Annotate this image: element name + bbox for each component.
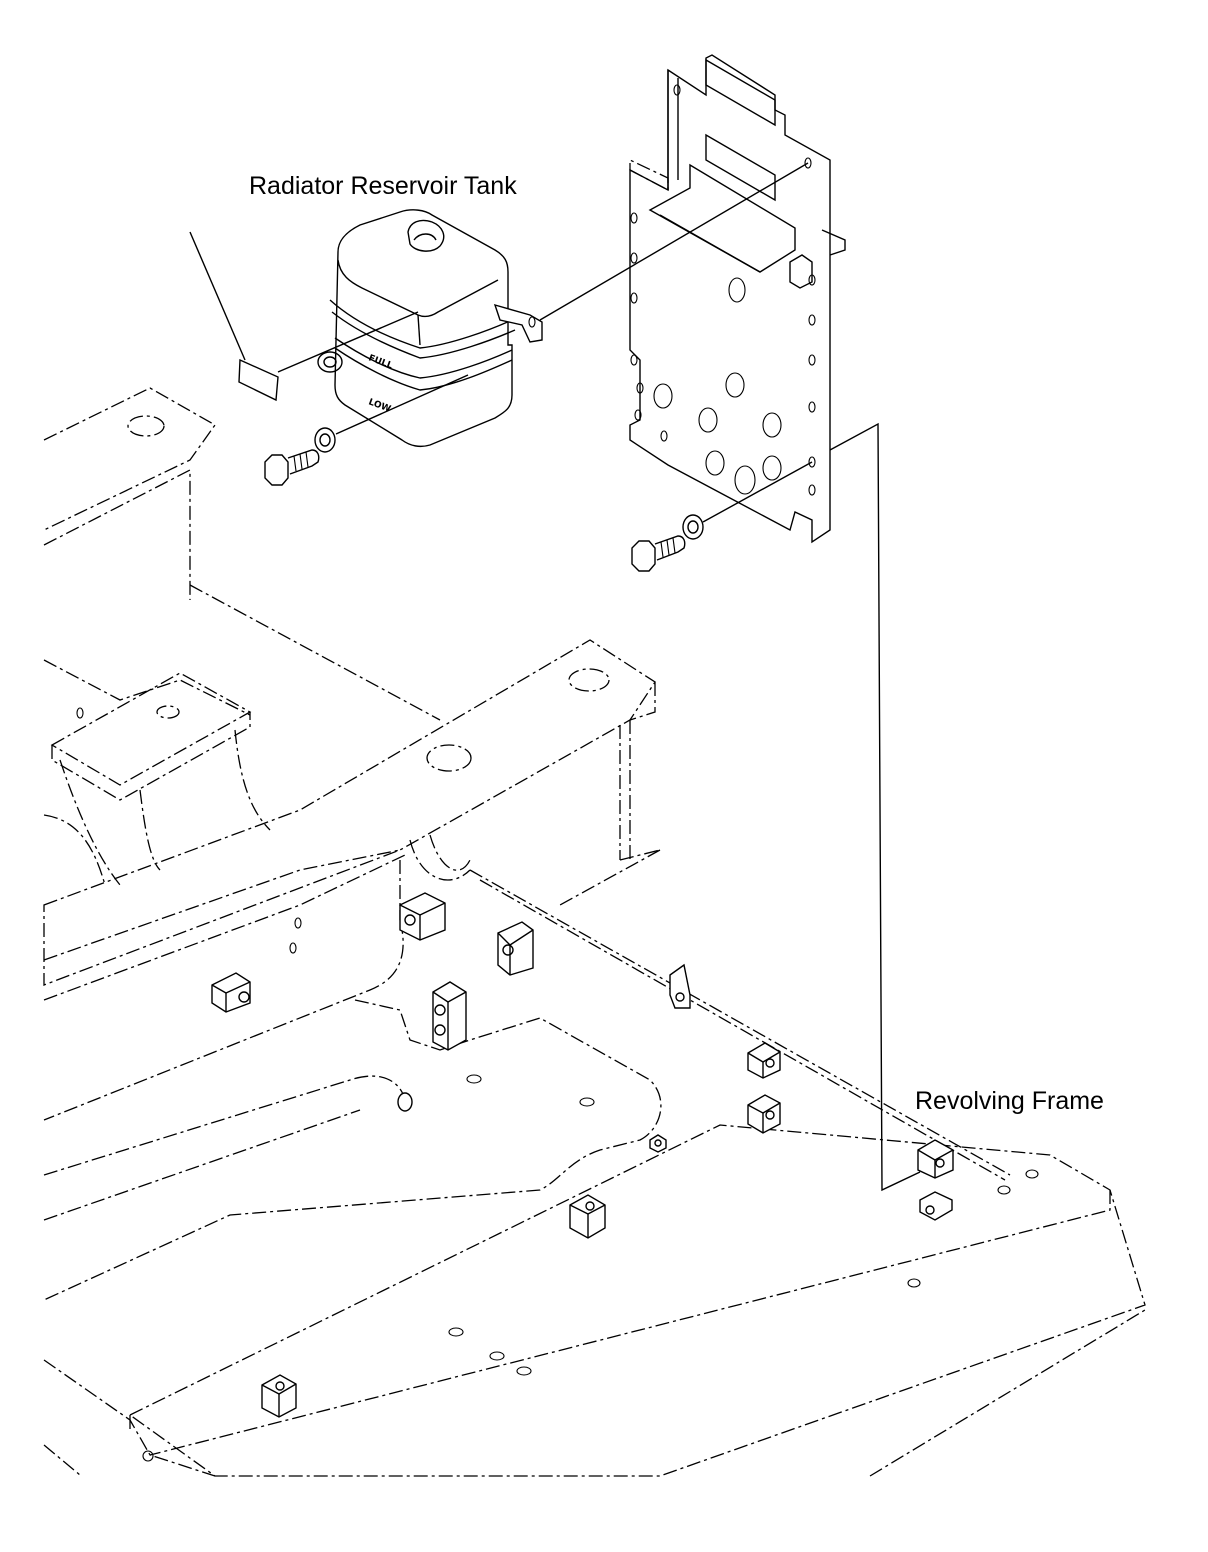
bolt-and-washer-left bbox=[264, 427, 336, 486]
mounting-bracket-plate bbox=[629, 54, 846, 544]
bolt-and-washer-right bbox=[631, 514, 704, 572]
label-radiator-reservoir-tank: Radiator Reservoir Tank bbox=[249, 172, 517, 200]
label-revolving-frame: Revolving Frame bbox=[915, 1087, 1104, 1115]
svg-text:FULL: FULL bbox=[367, 353, 394, 371]
radiator-reservoir-tank: FULL LOW bbox=[317, 209, 543, 448]
callout-leaders bbox=[189, 162, 921, 1192]
revolving-frame bbox=[43, 387, 1146, 1477]
svg-text:LOW: LOW bbox=[367, 397, 392, 414]
